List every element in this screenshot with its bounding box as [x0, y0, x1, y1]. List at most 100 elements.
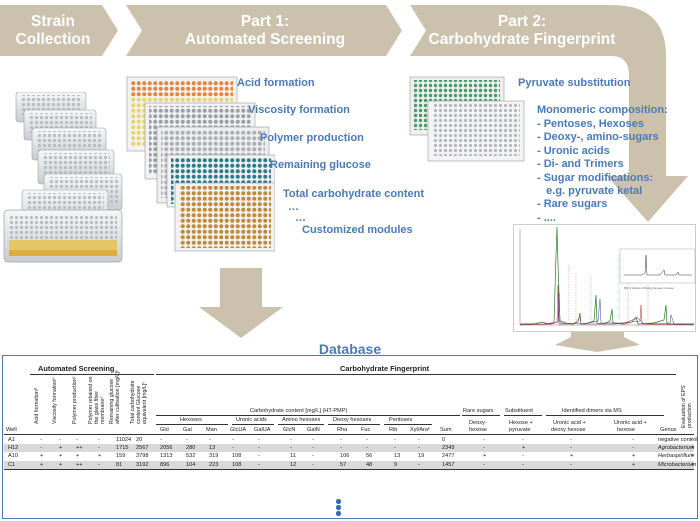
header-glass-fiber: Polymer retained on the glass fiber memb… — [88, 376, 106, 424]
arrow-chromatogram-to-database — [555, 330, 640, 352]
sub-gal: Gal — [183, 427, 192, 433]
fingerprint-item: - .... — [537, 211, 556, 224]
cell-total: 3798 — [136, 453, 149, 460]
cell-subst: - — [522, 437, 524, 443]
rule-carbohydrate-fingerprint — [156, 374, 676, 375]
table-header-automated-screening: Automated Screening — [38, 364, 115, 373]
cell-glass: + — [98, 453, 102, 460]
cell-rha: 106 — [340, 453, 350, 460]
cell-visc: - — [59, 437, 61, 443]
cell-acid: + — [40, 461, 44, 468]
sub-xyl-ara: Xyl/Araᵏ — [410, 427, 430, 433]
sub-glcn: GlcN — [283, 427, 296, 433]
rule-header-bottom — [4, 434, 694, 435]
cell-rib: - — [394, 437, 396, 443]
arrow-down-to-database — [199, 268, 283, 338]
subst-sub-2: pyruvate — [509, 427, 531, 433]
stage-2-line2: Automated Screening — [184, 30, 346, 48]
arrow-strain-collection — [0, 5, 118, 56]
database-title: Database — [318, 341, 382, 357]
cell-xyl: - — [418, 445, 420, 452]
sub-glc: Glcʲ — [160, 427, 170, 433]
cell-gal: 532 — [186, 453, 196, 460]
cell-eval: - — [691, 437, 693, 443]
cell-galua: - — [258, 445, 260, 452]
rule-pentoses — [384, 424, 432, 425]
cell-rare: + — [483, 453, 487, 460]
cell-glc: - — [160, 437, 162, 443]
cell-rare: - — [483, 461, 485, 468]
cell-glcua: - — [232, 437, 234, 443]
cell-total: 20 — [136, 437, 143, 443]
screening-feature-viscosity: Viscosity formation — [248, 104, 350, 116]
group-uronic-acids: Uronic acids — [236, 417, 267, 423]
cell-fuc: - — [366, 445, 368, 452]
rule-carb-content — [156, 415, 460, 416]
header-well: Well — [6, 427, 17, 433]
cell-rare: - — [483, 437, 485, 443]
screening-feature-total-carb: Total carbohydrate content — [283, 188, 424, 200]
cell-total: 2567 — [136, 445, 149, 452]
screening-feature-glucose: Remaining glucose — [270, 159, 371, 171]
header-remaining-glucose: Remaining glucose after cultivation [mg/… — [109, 370, 121, 424]
rare-sub-2: hexose — [469, 427, 488, 433]
stage-3-line1: Part 2: — [497, 12, 547, 30]
cell-gal: 280 — [186, 445, 196, 452]
cell-acid: + — [40, 453, 44, 460]
cell-subst: + — [522, 445, 526, 452]
arrow-carbohydrate-fingerprint — [410, 5, 688, 222]
chromatogram-plot — [519, 226, 696, 326]
cell-d2: + — [632, 461, 636, 468]
cell-genus: Microbacterium — [658, 461, 697, 468]
cell-xyl: - — [418, 461, 420, 468]
stage-strain-collection: Strain Collection — [0, 5, 106, 56]
fingerprint-item: - Uronic acids — [537, 144, 610, 157]
arrow-automated-screening — [126, 5, 402, 56]
sub-galn: GalN — [307, 427, 320, 433]
cell-galn: - — [312, 461, 314, 468]
cell-gal: 104 — [186, 461, 196, 468]
cell-well: H12 — [8, 445, 19, 452]
stage-3-line2: Carbohydrate Fingerprint — [428, 30, 616, 48]
fingerprint-pyruvate: Pyruvate substitution — [518, 77, 631, 89]
sub-rib: Rib — [389, 427, 398, 433]
cell-genus: Herbaspirillum — [658, 453, 694, 460]
cell-d1: - — [570, 461, 572, 468]
fingerprint-item: e.g. pyruvate ketal — [537, 185, 643, 198]
stage-1-line1: Strain — [31, 12, 75, 30]
fingerprint-heading: Monomeric composition: — [537, 104, 668, 116]
rule-deoxy — [328, 424, 380, 425]
cell-d1: + — [570, 453, 574, 460]
stage-1-line2: Collection — [15, 30, 91, 48]
cell-rib: 13 — [394, 453, 401, 460]
group-hexoses: Hexoses — [180, 417, 202, 423]
cell-d2: + — [632, 453, 636, 460]
cell-gal: - — [186, 437, 188, 443]
header-carb-content: Carbohydrate content [mg/L] (HT-PMP) — [250, 408, 348, 414]
fingerprint-item: - Pentoses, Hexoses — [537, 118, 644, 130]
cell-eval: + — [691, 445, 695, 452]
cell-galn: - — [312, 437, 314, 443]
cell-genus: negative control — [658, 437, 698, 443]
rule-automated-screening — [30, 374, 154, 375]
cell-man: 223 — [209, 461, 219, 468]
cell-xyl: 19 — [418, 453, 425, 460]
header-total-carbohydrate: Total carbohydrate content Glucose equiv… — [130, 380, 148, 424]
stage-automated-screening: Part 1: Automated Screening — [140, 5, 390, 56]
cell-rha: - — [340, 445, 342, 452]
cell-sum: 2349 — [442, 445, 455, 452]
cell-poly: - — [76, 437, 78, 443]
cell-d2: - — [632, 437, 634, 443]
screening-plates — [125, 75, 276, 255]
table-header-carbohydrate-fingerprint: Carbohydrate Fingerprint — [340, 364, 430, 373]
cell-remglc: 11024 — [116, 437, 132, 443]
screening-feature-acid: Acid formation — [237, 77, 315, 89]
cell-glc: 2056 — [160, 445, 173, 452]
cell-subst: - — [522, 453, 524, 460]
chromatogram: MS of dimers of Deoxy-hexose / hexose — [513, 224, 696, 332]
rule-hexoses — [156, 424, 228, 425]
strain-plate-stack — [0, 91, 135, 342]
cell-galn: - — [312, 445, 314, 452]
fingerprint-plates — [408, 73, 528, 165]
